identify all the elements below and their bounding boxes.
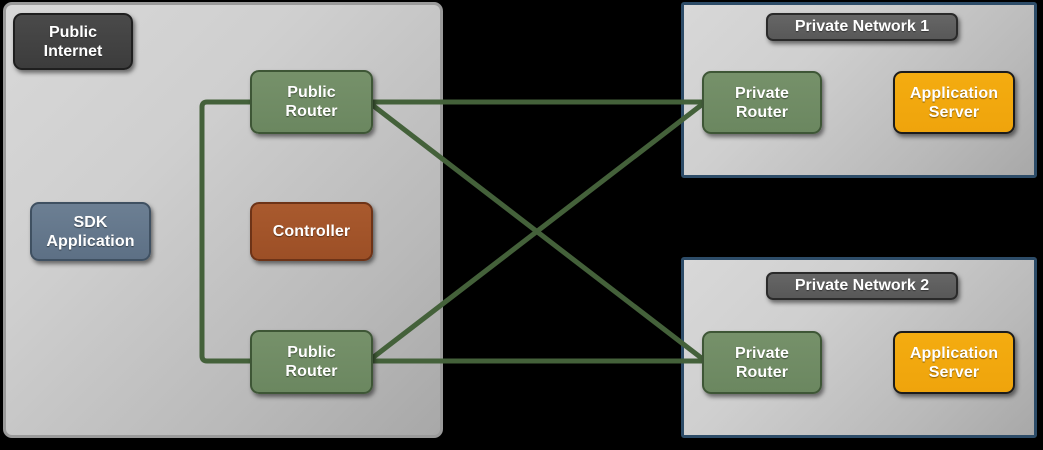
private-router-2-node[interactable]: Private Router [702,331,822,394]
private-network-1-badge: Private Network 1 [766,13,958,41]
link-public-router-1-to-public-router-2 [199,99,252,364]
private-network-2-label: Private Network 2 [794,277,930,294]
sdk-application-node[interactable]: SDK Application [30,202,151,261]
application-server-2-node[interactable]: Application Server [893,331,1015,394]
private-network-1-label: Private Network 1 [794,18,930,35]
private-router-1-label: Private Router [734,84,790,121]
controller-label: Controller [272,223,351,240]
private-router-2-label: Private Router [734,344,790,381]
application-server-2-label: Application Server [909,344,999,381]
link-public-router-2-to-private-router-1 [369,101,706,361]
public-internet-label: Public Internet [43,23,103,60]
sdk-application-label: SDK Application [46,213,135,250]
private-router-1-node[interactable]: Private Router [702,71,822,134]
private-network-2-badge: Private Network 2 [766,272,958,300]
public-router-1-label: Public Router [285,84,338,120]
public-router-2-label: Public Router [285,344,338,380]
application-server-1-node[interactable]: Application Server [893,71,1015,134]
public-router-2-node[interactable]: Public Router [250,330,373,394]
public-internet-badge: Public Internet [13,13,133,70]
application-server-1-label: Application Server [909,84,999,121]
public-router-1-node[interactable]: Public Router [250,70,373,134]
controller-node[interactable]: Controller [250,202,373,261]
